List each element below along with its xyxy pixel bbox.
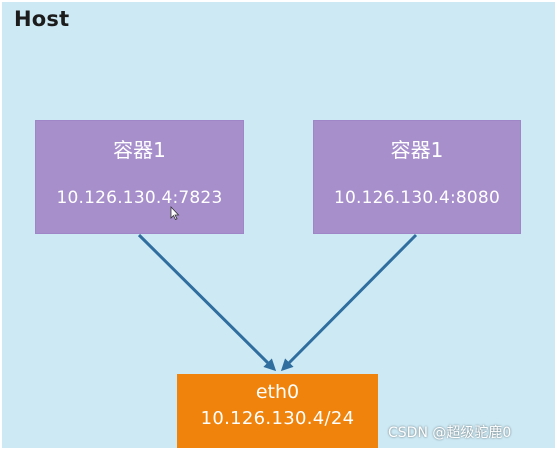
container-box-1: 容器1 10.126.130.4:7823 — [35, 120, 244, 234]
container-title: 容器1 — [390, 138, 444, 162]
watermark: CSDN @超级驼鹿0 — [388, 425, 512, 441]
host-label: Host — [14, 7, 70, 31]
container-title: 容器1 — [113, 138, 166, 162]
container-address: 10.126.130.4:8080 — [334, 188, 500, 208]
container-address: 10.126.130.4:7823 — [56, 188, 223, 208]
mouse-pointer-icon — [170, 206, 180, 220]
eth0-interface-box: eth0 10.126.130.4/24 — [177, 374, 378, 448]
interface-address: 10.126.130.4/24 — [200, 408, 355, 429]
interface-name: eth0 — [255, 381, 300, 403]
container-box-2: 容器1 10.126.130.4:8080 — [313, 120, 521, 234]
